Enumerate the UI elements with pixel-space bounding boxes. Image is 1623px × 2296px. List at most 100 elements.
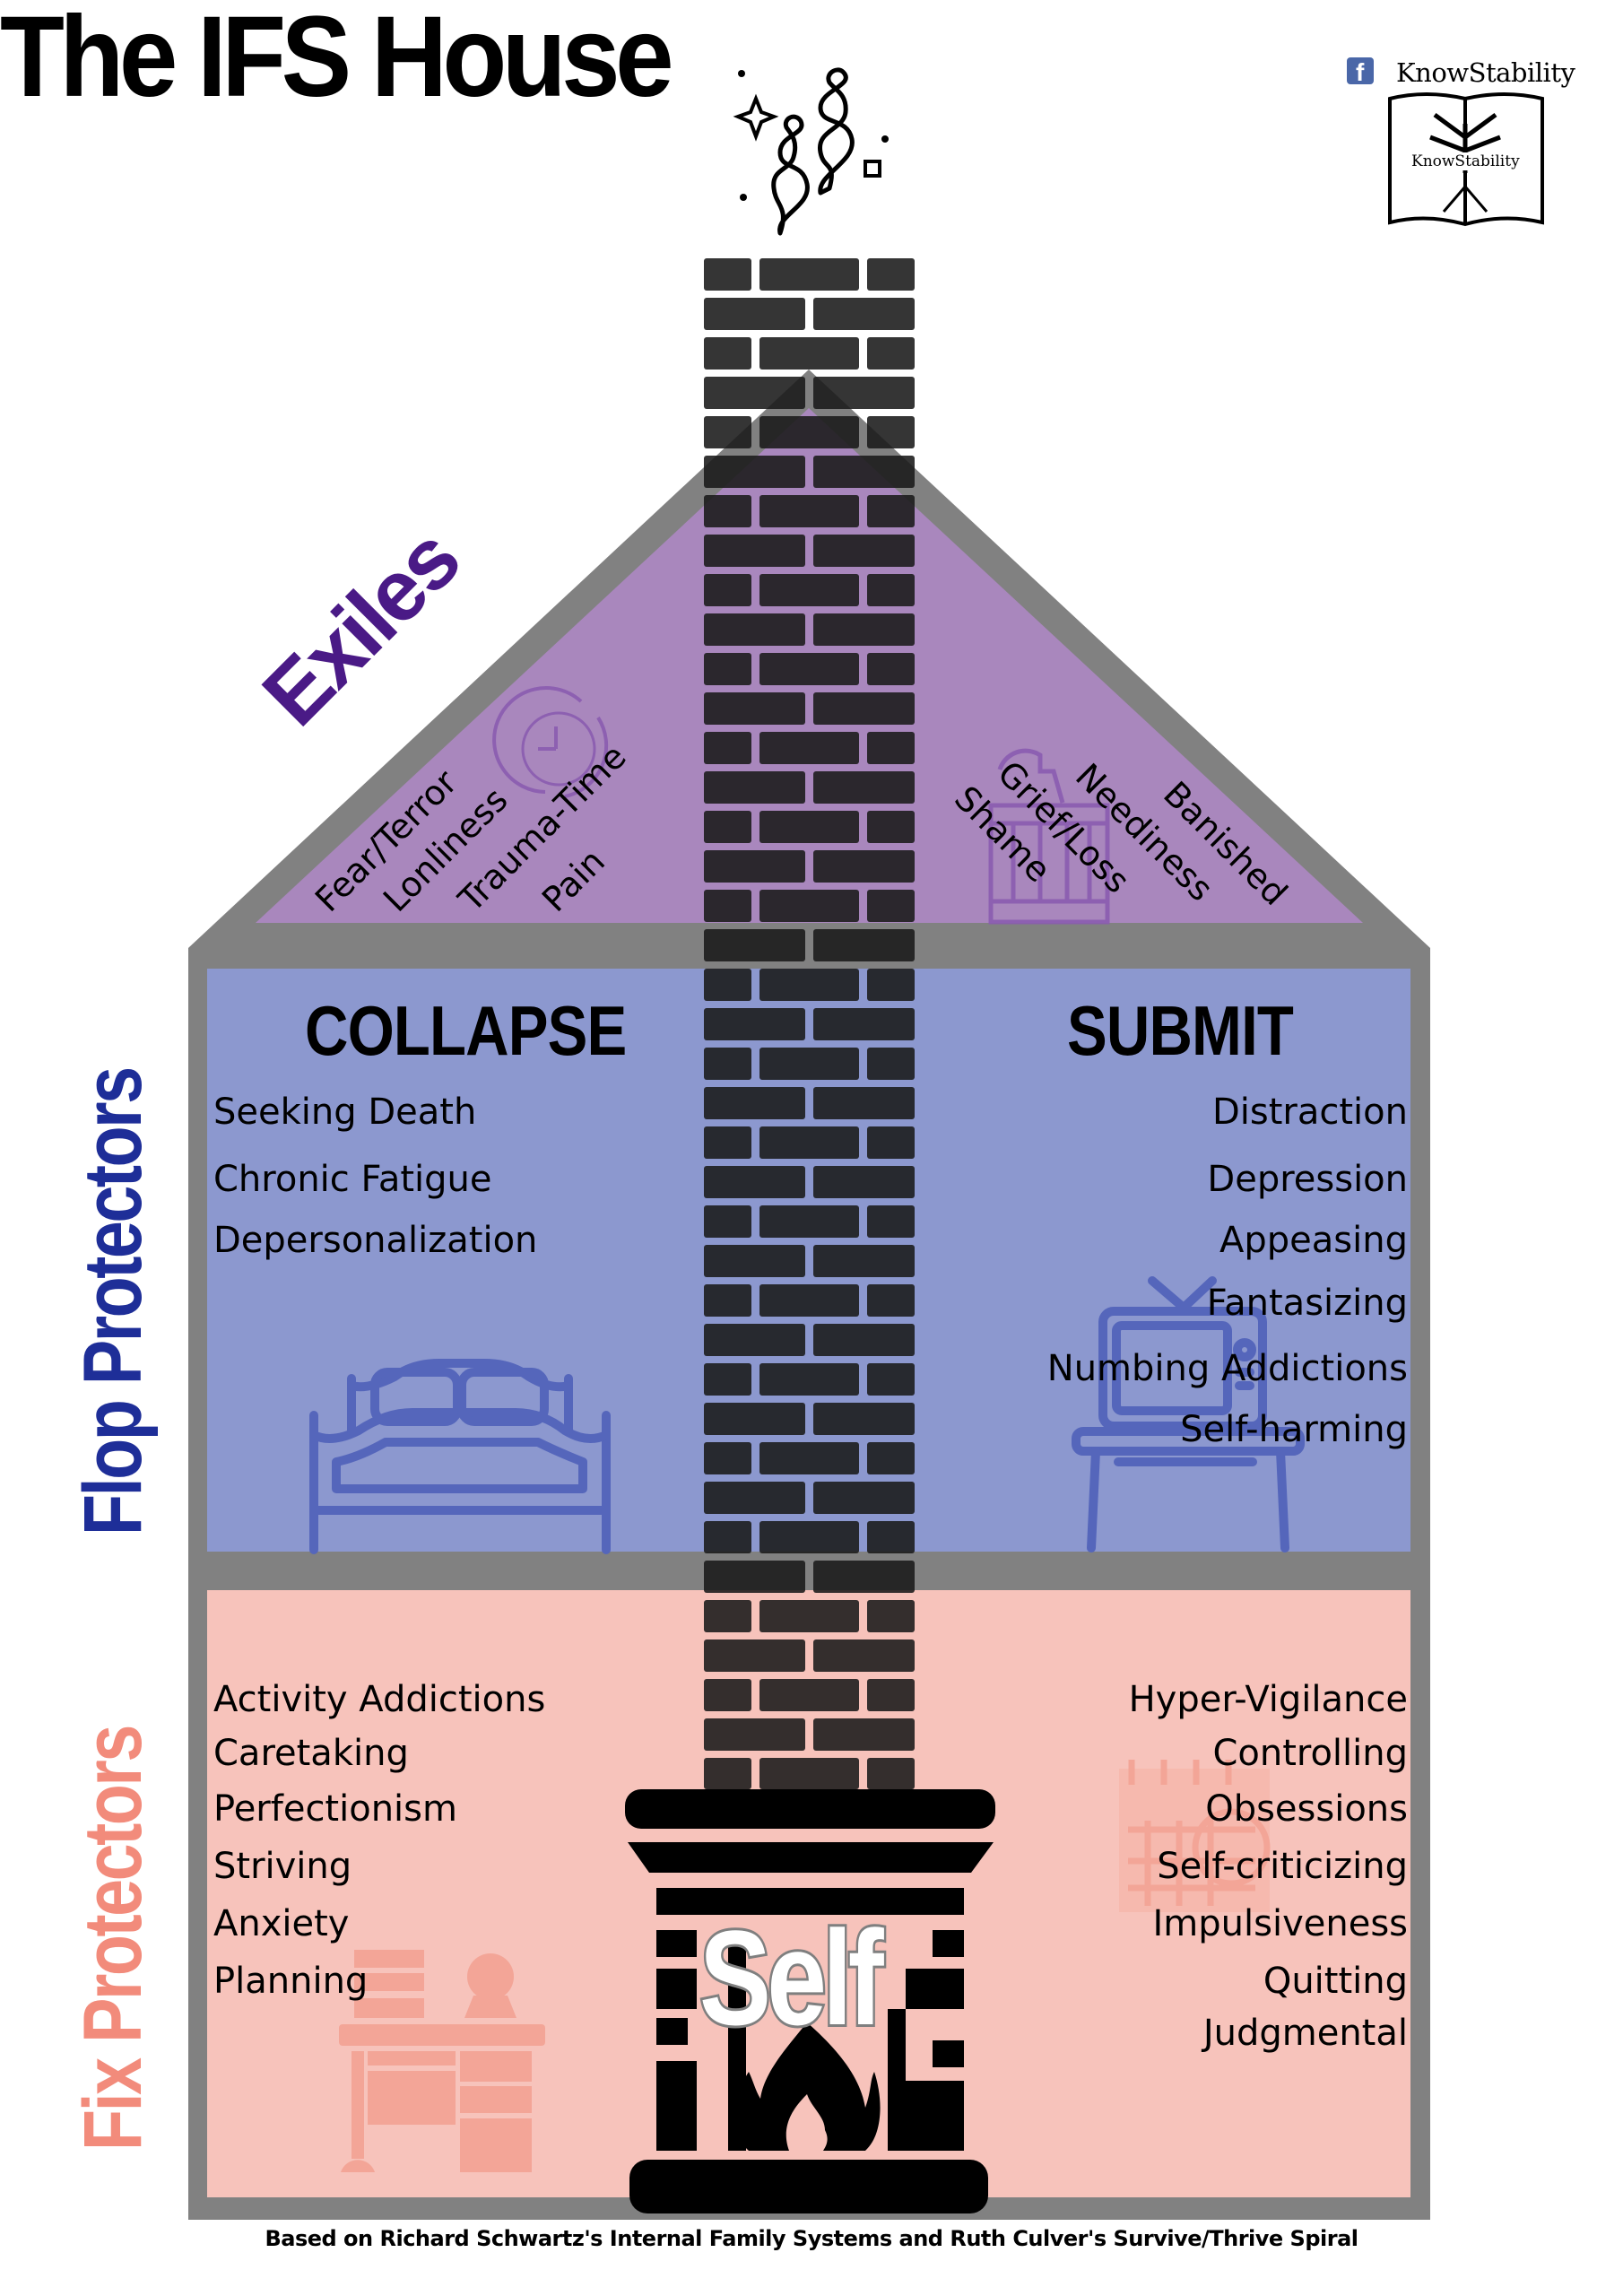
chimney-brick	[813, 377, 915, 409]
chimney-brick	[759, 811, 859, 843]
list-item: Planning	[213, 1961, 369, 2002]
chimney-brick	[813, 1166, 915, 1198]
list-item: Perfectionism	[213, 1788, 457, 1830]
chimney-brick	[704, 416, 751, 448]
chimney-brick	[704, 1363, 751, 1396]
chimney-brick	[759, 969, 859, 1001]
flop-protectors-label: Flop Protectors	[67, 1068, 159, 1535]
chimney-brick	[704, 1718, 805, 1751]
list-item: Striving	[213, 1846, 352, 1887]
chimney-brick	[813, 456, 915, 488]
book-tree-icon	[1388, 92, 1544, 227]
list-item: Depersonalization	[213, 1220, 538, 1261]
chimney-brick	[704, 1758, 751, 1789]
chimney-brick	[759, 1679, 859, 1711]
chimney-brick	[759, 258, 859, 291]
chimney-brick	[813, 613, 915, 646]
footer-credit: Based on Richard Schwartz's Internal Fam…	[265, 2226, 1358, 2251]
chimney-brick	[867, 258, 915, 291]
smoke-icon	[733, 67, 889, 236]
fix-left-list: Activity Addictions Caretaking Perfectio…	[213, 1682, 545, 1999]
chimney-brick	[867, 1442, 915, 1474]
submit-list: Distraction Depression Appeasing Fantasi…	[1047, 1094, 1408, 1448]
logo-inner-text: KnowStability	[1410, 152, 1522, 170]
chimney-brick	[759, 1521, 859, 1553]
chimney-brick	[867, 653, 915, 685]
chimney-brick	[867, 890, 915, 922]
chimney-brick	[704, 1679, 751, 1711]
list-item: Judgmental	[1202, 2013, 1408, 2054]
chimney-brick	[704, 1087, 805, 1119]
chimney-brick	[704, 1600, 751, 1632]
chimney-brick	[813, 692, 915, 725]
chimney-brick	[704, 337, 751, 370]
chimney-brick	[867, 1363, 915, 1396]
chimney-brick	[813, 1639, 915, 1672]
chimney-brick	[759, 890, 859, 922]
chimney-brick	[759, 1048, 859, 1080]
chimney-brick	[704, 692, 805, 725]
chimney-brick	[704, 377, 805, 409]
list-item: Self-harming	[1180, 1409, 1408, 1450]
chimney-brick	[759, 653, 859, 685]
list-item: Fantasizing	[1206, 1283, 1408, 1324]
list-item: Chronic Fatigue	[213, 1159, 492, 1200]
chimney-brick	[813, 1403, 915, 1435]
chimney-brick	[867, 1521, 915, 1553]
chimney-brick	[759, 1758, 859, 1789]
bed-icon	[309, 1359, 611, 1554]
chimney-brick	[704, 771, 805, 804]
chimney-brick	[704, 1166, 805, 1198]
chimney-brick	[813, 1324, 915, 1356]
chimney-brick	[867, 416, 915, 448]
chimney-brick	[704, 1324, 805, 1356]
chimney-brick	[813, 850, 915, 883]
list-item: Depression	[1207, 1159, 1408, 1200]
list-item: Seeking Death	[213, 1091, 477, 1133]
chimney-brick	[759, 495, 859, 527]
list-item: Numbing Addictions	[1046, 1348, 1408, 1389]
chimney-brick	[867, 811, 915, 843]
chimney-brick	[759, 732, 859, 764]
chimney-brick	[867, 1758, 915, 1789]
chimney-brick	[813, 535, 915, 567]
chimney-brick	[867, 1205, 915, 1238]
list-item: Activity Addictions	[213, 1679, 546, 1720]
chimney-brick	[704, 732, 751, 764]
svg-text:f: f	[1356, 58, 1365, 86]
fix-right-list: Hyper-Vigilance Controlling Obsessions S…	[1129, 1682, 1408, 2051]
chimney-brick	[759, 1284, 859, 1317]
collapse-list: Seeking Death Chronic Fatigue Depersonal…	[213, 1094, 537, 1258]
chimney-brick	[867, 1126, 915, 1159]
chimney-brick	[704, 298, 805, 330]
knowstability-logo: f	[1347, 57, 1544, 227]
chimney-brick	[867, 1284, 915, 1317]
chimney-brick	[704, 1008, 805, 1040]
chimney-brick	[813, 929, 915, 961]
chimney-brick	[704, 1126, 751, 1159]
chimney-brick	[813, 298, 915, 330]
chimney-brick	[813, 1008, 915, 1040]
chimney-brick	[704, 535, 805, 567]
chimney-brick	[759, 416, 859, 448]
page-title: The IFS House	[0, 0, 674, 121]
chimney-brick	[813, 1482, 915, 1514]
fix-protectors-label: Fix Protectors	[67, 1726, 159, 2151]
chimney-brick	[813, 1718, 915, 1751]
broken-clock-icon	[492, 686, 609, 798]
logo-brand-text: KnowStability	[1396, 57, 1575, 88]
chimney-brick	[704, 811, 751, 843]
list-item: Distraction	[1211, 1091, 1408, 1133]
chimney-brick	[759, 574, 859, 606]
chimney-brick	[704, 258, 751, 291]
list-item: Appeasing	[1219, 1220, 1408, 1261]
chimney-brick	[704, 1521, 751, 1553]
list-item: Caretaking	[213, 1733, 409, 1774]
chimney-brick	[759, 1442, 859, 1474]
chimney-brick	[704, 1561, 805, 1593]
chimney-brick	[759, 1126, 859, 1159]
list-item: Hyper-Vigilance	[1128, 1679, 1408, 1720]
tv-icon	[1072, 1276, 1305, 1552]
list-item: Obsessions	[1205, 1788, 1408, 1830]
submit-heading: SUBMIT	[1067, 991, 1294, 1070]
